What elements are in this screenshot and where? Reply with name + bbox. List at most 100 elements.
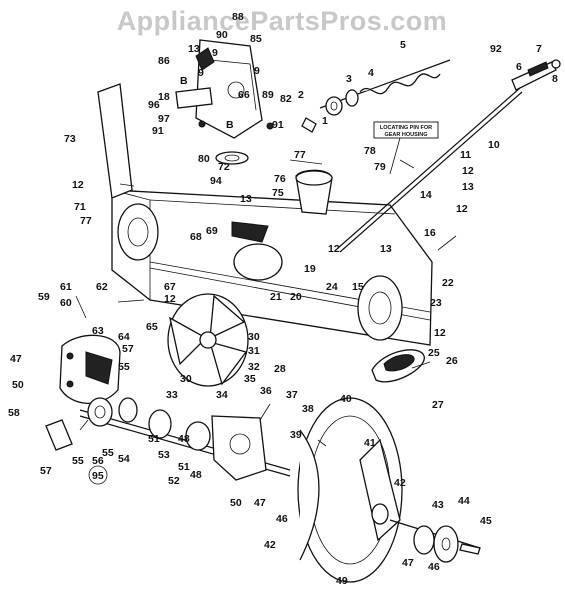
callout-42a: 42 [264,539,276,551]
callout-23: 23 [430,297,442,309]
callout-21: 21 [270,291,282,303]
callout-22: 22 [442,277,454,289]
callout-64: 64 [118,331,130,343]
callout-4: 4 [368,67,374,79]
callout-95: 95 [92,470,104,482]
callout-55b: 55 [72,455,84,467]
callout-96: 96 [148,99,160,111]
callout-34: 34 [216,389,228,401]
callout-78: 78 [364,145,376,157]
callout-32: 32 [248,361,260,373]
callout-10: 10 [488,139,500,151]
auger-disc [297,397,403,583]
note-line-2: GEAR HOUSING [384,132,427,138]
callout-13b: 13 [462,181,474,193]
callout-77b: 77 [80,215,92,227]
callout-40: 40 [340,393,352,405]
callout-30b: 30 [180,373,192,385]
callout-28: 28 [274,363,286,375]
callout-37: 37 [286,389,298,401]
watermark: AppliancePartsPros.com [117,6,448,36]
callout-6: 6 [516,61,522,73]
callout-53: 53 [158,449,170,461]
callout-82: 82 [280,93,292,105]
callout-20: 20 [290,291,302,303]
callout-85: 85 [250,33,262,45]
callout-73: 73 [64,133,76,145]
callout-67: 67 [164,281,176,293]
callout-12e: 12 [164,293,176,305]
callout-27: 27 [432,399,444,411]
callout-94: 94 [210,175,222,187]
callout-26: 26 [446,355,458,367]
end-hub [389,519,481,563]
callout-54: 54 [118,453,130,465]
callout-55c: 55 [102,447,114,459]
callout-12c: 12 [72,179,84,191]
callout-62: 62 [96,281,108,293]
callout-12b: 12 [456,203,468,215]
callout-63: 63 [92,325,104,337]
crank-rod-assembly [337,59,561,253]
callout-8: 8 [552,73,558,85]
callout-49: 49 [336,575,348,587]
callout-42b: 42 [394,477,406,489]
callout-12a: 12 [462,165,474,177]
callout-Bb: B [226,119,234,131]
callout-13a: 13 [188,43,200,55]
callout-44: 44 [458,495,470,507]
callout-2: 2 [298,89,304,101]
callout-24: 24 [326,281,338,293]
callout-61: 61 [60,281,72,293]
left-gear-housing [59,334,121,404]
support-arm [97,83,133,199]
locating-pin-note: LOCATING PIN FOR GEAR HOUSING [373,121,439,175]
callout-57b: 57 [40,465,52,477]
callout-90: 90 [216,29,228,41]
callout-79: 79 [374,161,386,173]
callout-75: 75 [272,187,284,199]
callout-72: 72 [218,161,230,173]
callout-35: 35 [244,373,256,385]
callout-5: 5 [400,39,406,51]
callout-16: 16 [424,227,436,239]
callout-68: 68 [190,231,202,243]
callout-59: 59 [38,291,50,303]
callout-41: 41 [364,437,376,449]
callout-14: 14 [420,189,432,201]
callout-52: 52 [168,475,180,487]
right-gear-case [211,415,267,481]
callout-31: 31 [248,345,260,357]
callout-47a: 47 [10,353,22,365]
callout-51b: 51 [178,461,190,473]
callout-46b: 46 [428,561,440,573]
callout-13c: 13 [240,193,252,205]
callout-48b: 48 [190,469,202,481]
callout-86: 86 [158,55,170,67]
callout-18: 18 [158,91,170,103]
chute-worm-gear [301,59,451,133]
chute-cap [215,151,249,165]
callout-48a: 48 [178,433,190,445]
callout-Ba: B [180,75,188,87]
callout-76: 76 [274,173,286,185]
circle-95-marker [88,465,108,485]
impeller [167,293,249,387]
callout-65: 65 [146,321,158,333]
callout-12d: 12 [328,243,340,255]
callout-77a: 77 [294,149,306,161]
callout-11: 11 [460,149,471,161]
chute-bracket-assembly [175,39,274,139]
callout-69: 69 [206,225,218,237]
callout-30a: 30 [248,331,260,343]
callout-25: 25 [428,347,440,359]
callout-33: 33 [166,389,178,401]
callout-13d: 13 [380,243,392,255]
callout-55a: 55 [118,361,130,373]
callout-1: 1 [322,115,328,127]
callout-43: 43 [432,499,444,511]
callout-97: 97 [158,113,170,125]
callout-36: 36 [260,385,272,397]
callout-47b: 47 [254,497,266,509]
